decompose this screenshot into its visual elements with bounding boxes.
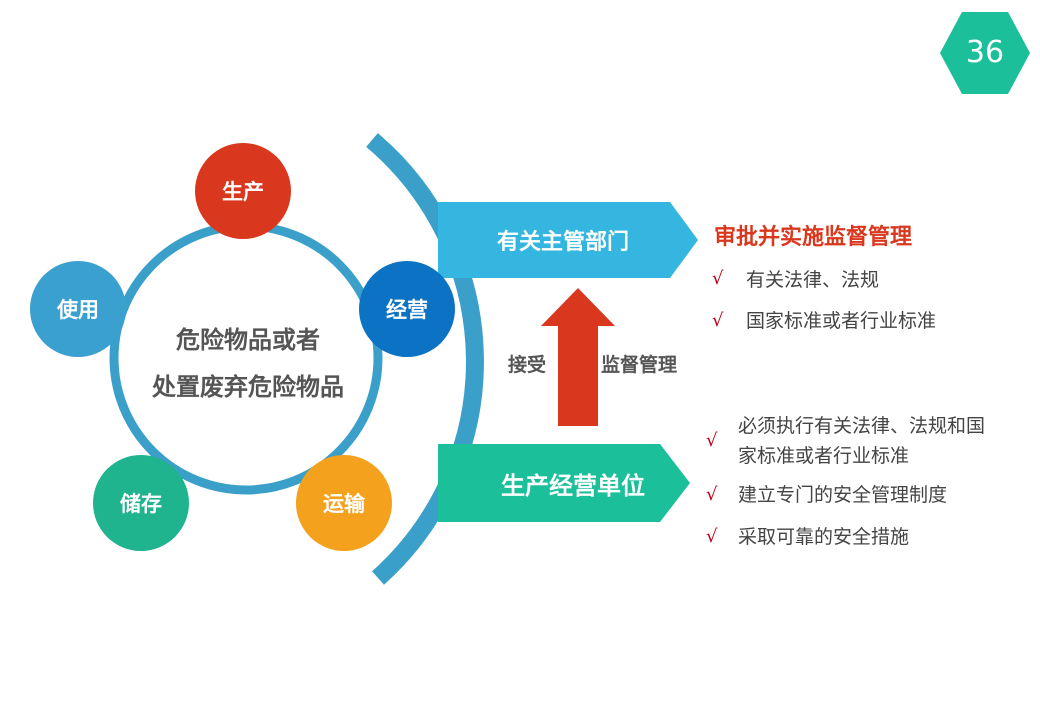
- top-item-2: 国家标准或者行业标准: [746, 310, 937, 332]
- page-number: 36: [965, 35, 1005, 70]
- bottom-item-1: 必须执行有关法律、法规和国 家标准或者行业标准: [738, 411, 1028, 471]
- activity-transport: 运输: [296, 455, 392, 551]
- right-arc: [366, 133, 484, 585]
- bottom-banner-label: 生产经营单位: [501, 471, 645, 500]
- center-ring: [109, 221, 383, 495]
- up-arrow: [541, 288, 615, 426]
- activity-storage: 储存: [93, 455, 189, 551]
- top-item-1: 有关法律、法规: [746, 269, 880, 291]
- bottom-item-1-line-2: 家标准或者行业标准: [738, 445, 910, 467]
- bottom-banner-shape: [438, 444, 690, 522]
- bottom-item-2: 建立专门的安全管理制度: [738, 484, 948, 506]
- top-banner-label: 有关主管部门: [496, 230, 629, 255]
- center-text-line-1: 危险物品或者: [176, 326, 320, 354]
- top-heading: 审批并实施监督管理: [714, 225, 913, 250]
- check-icon: √: [712, 310, 724, 331]
- activity-operation: 经营: [359, 261, 455, 357]
- activity-use: 使用: [30, 261, 126, 357]
- arrow-left-label: 接受: [508, 354, 547, 376]
- bottom-item-1-line-1: 必须执行有关法律、法规和国: [738, 415, 986, 437]
- check-icon: √: [706, 526, 718, 547]
- arrow-right-label: 监督管理: [601, 354, 678, 376]
- center-text-line-2: 处置废弃危险物品: [152, 373, 344, 401]
- check-icon: √: [712, 268, 724, 289]
- top-banner-shape: [438, 202, 698, 278]
- check-icon: √: [706, 430, 718, 451]
- page-number-badge: [940, 12, 1030, 94]
- check-icon: √: [706, 484, 718, 505]
- bottom-item-3: 采取可靠的安全措施: [738, 526, 910, 548]
- activity-production: 生产: [195, 143, 291, 239]
